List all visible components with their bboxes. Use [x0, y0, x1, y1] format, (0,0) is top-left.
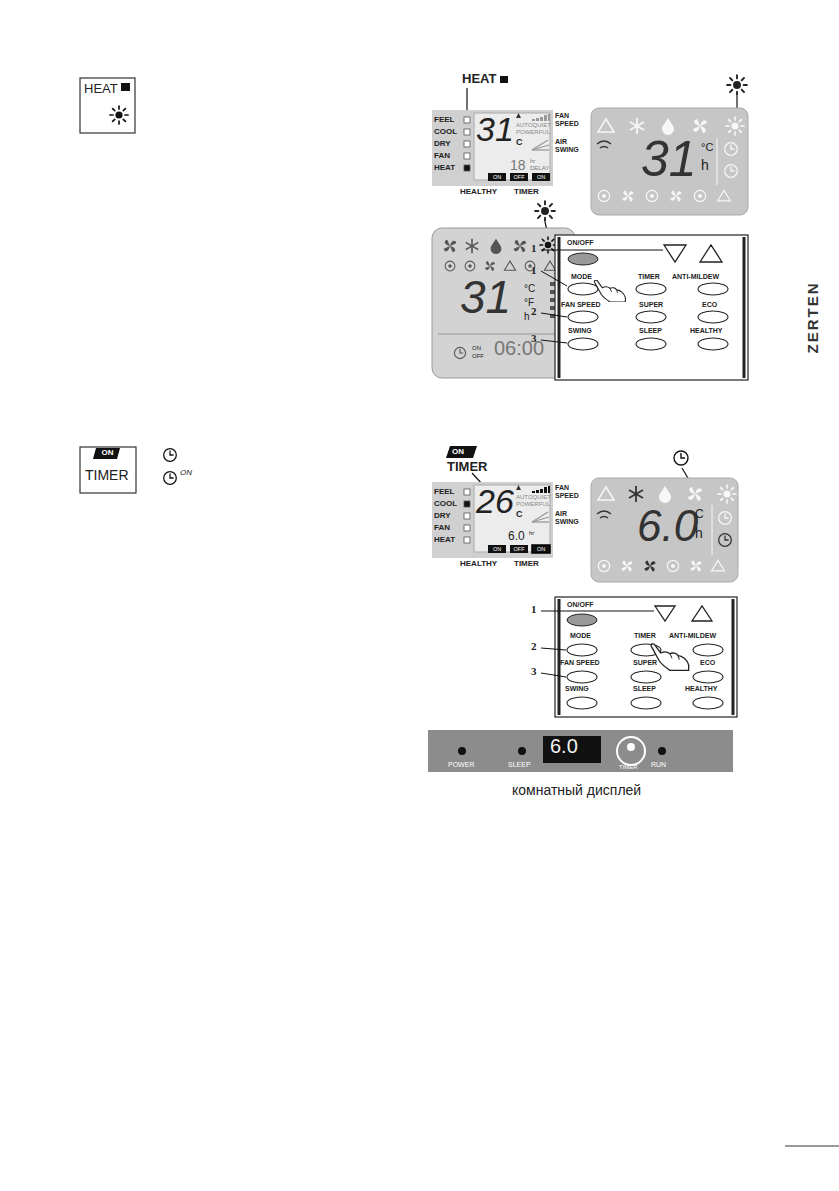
display-text: TIMER	[619, 764, 638, 770]
button-label: SWING	[568, 327, 592, 334]
display-text: POWER	[448, 761, 474, 768]
lcd-text: DRY	[434, 512, 451, 520]
remote-control: ON/OFF MODE TIMER ANTI-MILDEW FAN SPEED SUPER…	[555, 235, 748, 380]
lcd-text: C	[695, 508, 704, 520]
display-text: RUN	[651, 761, 666, 768]
timer-on-tab: ON	[452, 448, 464, 456]
lcd-text: FAN SPEED	[555, 112, 582, 129]
button-label: ON/OFF	[567, 601, 593, 608]
lcd-text: COOL	[434, 128, 457, 136]
button-label: ECO	[702, 301, 717, 308]
timer-label: TIMER	[447, 460, 487, 473]
lcd-text: hr	[529, 530, 534, 536]
lcd-text: AUTOQUIET POWERFUL	[516, 122, 550, 135]
lcd-text: ON	[488, 547, 506, 553]
lcd-text: FEEL	[434, 488, 454, 496]
lcd-panel: FEEL COOL DRY FAN HEAT 31C AUTOQUIET POWERFUL F…	[432, 110, 582, 198]
button-label: FAN SPEED	[561, 301, 601, 308]
lcd-text: OFF	[510, 547, 528, 553]
button-label: MODE	[570, 632, 591, 639]
lcd-text: °C	[701, 142, 713, 153]
button-label: ON/OFF	[567, 239, 593, 246]
timer-icon-text: ON	[95, 449, 120, 457]
brand-tab: ZERTEN	[805, 282, 820, 354]
lcd-text: h	[701, 158, 709, 172]
lcd-text: ON	[472, 345, 481, 351]
button-label: ANTI-MILDEW	[672, 273, 719, 280]
lcd-panel: 31 °C h	[591, 108, 748, 215]
mode-icon-box: HEAT	[80, 78, 135, 133]
lcd-text: 06:00	[494, 338, 544, 358]
display-text: SLEEP	[508, 761, 531, 768]
lcd-text: HEAT	[434, 536, 455, 544]
button-label: TIMER	[634, 632, 656, 639]
lcd-text: hr DELAY	[530, 158, 550, 171]
room-display: 6.0POWER SLEEP TIMER RUN	[428, 730, 733, 772]
lcd-text: FAN	[434, 152, 450, 160]
lcd-text: 31	[641, 134, 697, 184]
button-label: SUPER	[633, 659, 657, 666]
button-label: SUPER	[639, 301, 663, 308]
lcd-text: TIMER	[514, 560, 539, 568]
lcd-text: FAN SPEED	[555, 484, 582, 501]
button-label: HEALTHY	[690, 327, 723, 334]
display-text: 6.0	[550, 736, 578, 756]
remote-control: ON/OFF MODE TIMER ANTI-MILDEW FAN SPEED SUPER…	[555, 597, 737, 717]
button-label: SWING	[565, 685, 589, 692]
button-label: ANTI-MILDEW	[669, 632, 716, 639]
lcd-text: HEALTHY	[460, 560, 497, 568]
timer-icon-text: TIMER	[85, 468, 129, 482]
lcd-text: AUTOQUIET POWERFUL	[516, 494, 550, 507]
button-label: SLEEP	[633, 685, 656, 692]
lcd-text: FAN	[434, 524, 450, 532]
callout-number: 1	[531, 604, 537, 615]
lcd-text: 26	[476, 484, 514, 518]
lcd-text: FEEL	[434, 116, 454, 124]
lcd-text: OFF	[472, 353, 484, 359]
button-label: ECO	[700, 659, 715, 666]
callout-number: 1	[531, 243, 537, 254]
timer-icon-box: ON TIMER	[80, 447, 136, 493]
lcd-text: C	[516, 510, 523, 519]
lcd-text: ON	[532, 175, 550, 181]
button-label: SLEEP	[639, 327, 662, 334]
lcd-panel: 6.0Ch	[591, 478, 738, 582]
button-label: MODE	[571, 273, 592, 280]
lcd-panel: FEEL COOL DRY FAN HEAT 26C AUTOQUIET POWERFUL F…	[432, 482, 582, 570]
mode-name: HEAT	[84, 82, 118, 95]
timer-on-mark: ON	[180, 469, 192, 477]
lcd-text: 31	[476, 112, 514, 146]
lcd-text: 18	[510, 158, 526, 172]
caption-text: комнатный дисплей	[512, 783, 641, 797]
callout-number: 3	[531, 666, 537, 677]
lcd-text: COOL	[434, 500, 457, 508]
lcd-text: OFF	[510, 175, 528, 181]
button-label: TIMER	[638, 273, 660, 280]
lcd-text: HEALTHY	[460, 188, 497, 196]
lcd-text: AIR SWING	[555, 138, 582, 155]
callout-number: 2	[531, 641, 537, 652]
lcd-text: 6.0	[508, 530, 525, 542]
lcd-text: TIMER	[514, 188, 539, 196]
lcd-text: 31	[460, 274, 511, 320]
lcd-text: HEAT	[434, 164, 455, 172]
lcd-text: DRY	[434, 140, 451, 148]
lcd-text: 6.0	[637, 504, 698, 548]
lcd-text: h	[695, 526, 703, 540]
lcd-text: C	[516, 138, 523, 147]
lcd-text: ON	[532, 547, 550, 553]
mode-label: HEAT	[462, 72, 496, 85]
lcd-text: °C	[524, 284, 535, 294]
lcd-panel: 31°C°FhONOFF06:00	[432, 228, 575, 378]
button-label: HEALTHY	[685, 685, 718, 692]
lcd-text: h	[524, 312, 530, 322]
callout-number: 2	[531, 306, 537, 317]
callout-number: 1	[531, 265, 537, 276]
lcd-text: ON	[488, 175, 506, 181]
callout-number: 3	[531, 333, 537, 344]
button-label: FAN SPEED	[560, 659, 600, 666]
lcd-text: AIR SWING	[555, 510, 582, 527]
